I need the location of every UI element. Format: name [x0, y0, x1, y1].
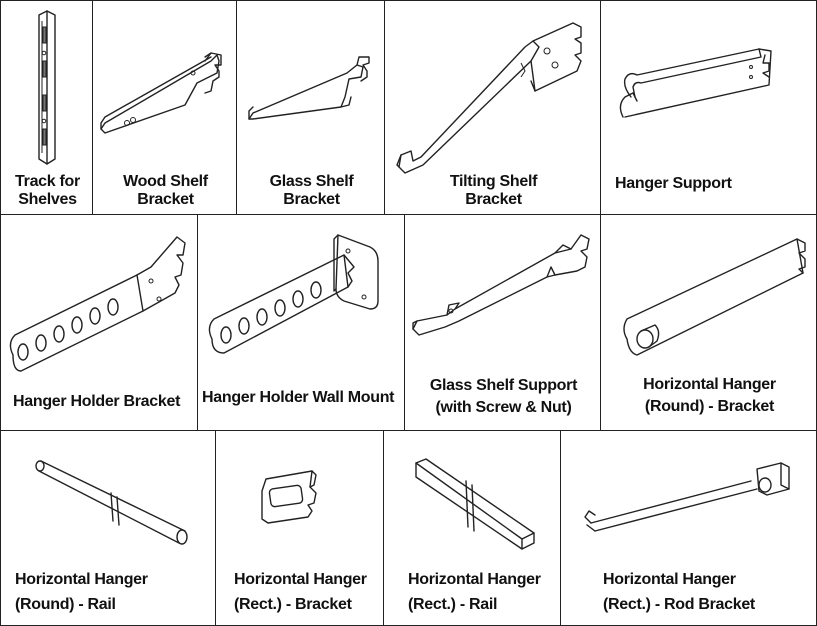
item-label: Horizontal Hanger(Rect.) - Rail: [408, 571, 541, 613]
item-label: Horizontal Hanger(Round) - Bracket: [643, 376, 776, 415]
track-for-shelves-icon: [38, 10, 56, 165]
glass-shelf-support-icon: [412, 234, 590, 336]
horizontal-hanger-round-rail-icon: [35, 460, 188, 545]
item-label: Hanger Holder Bracket: [13, 393, 181, 410]
item-hanger-holder-bracket: Hanger Holder Bracket: [0, 214, 198, 431]
glass-shelf-bracket-icon: [248, 56, 370, 120]
item-horizontal-hanger-rect-rail: Horizontal Hanger(Rect.) - Rail: [383, 430, 561, 626]
item-hanger-support: Hanger Support: [600, 0, 817, 215]
hanger-holder-wall-mount-icon: [208, 234, 379, 354]
hanger-support-icon: [619, 48, 772, 118]
item-horizontal-hanger-round-bracket: Horizontal Hanger(Round) - Bracket: [600, 214, 817, 431]
hanger-holder-bracket-icon: [9, 236, 186, 372]
horizontal-hanger-rect-bracket-icon: [261, 470, 317, 524]
item-label: Glass Shelf Support(with Screw & Nut): [429, 377, 578, 416]
tilting-shelf-bracket-icon: [396, 22, 582, 174]
item-label: Hanger Support: [615, 175, 732, 192]
item-horizontal-hanger-rect-rod-bracket: Horizontal Hanger(Rect.) - Rod Bracket: [560, 430, 817, 626]
horizontal-hanger-rect-rail-icon: [415, 458, 535, 550]
item-glass-shelf-support: Glass Shelf Support(with Screw & Nut): [404, 214, 601, 431]
horizontal-hanger-round-bracket-icon: [623, 238, 806, 356]
item-label: Horizontal Hanger(Round) - Rail: [15, 571, 148, 613]
horizontal-hanger-rect-rod-bracket-icon: [584, 462, 790, 532]
item-label: Hanger Holder Wall Mount: [202, 389, 395, 406]
item-horizontal-hanger-rect-bracket: Horizontal Hanger(Rect.) - Bracket: [215, 430, 384, 626]
item-horizontal-hanger-round-rail: Horizontal Hanger(Round) - Rail: [0, 430, 216, 626]
wood-shelf-bracket-icon: [100, 52, 222, 134]
item-label: Horizontal Hanger(Rect.) - Bracket: [234, 571, 367, 613]
item-hanger-holder-wall-mount: Hanger Holder Wall Mount: [197, 214, 405, 431]
item-label: Horizontal Hanger(Rect.) - Rod Bracket: [603, 571, 755, 613]
